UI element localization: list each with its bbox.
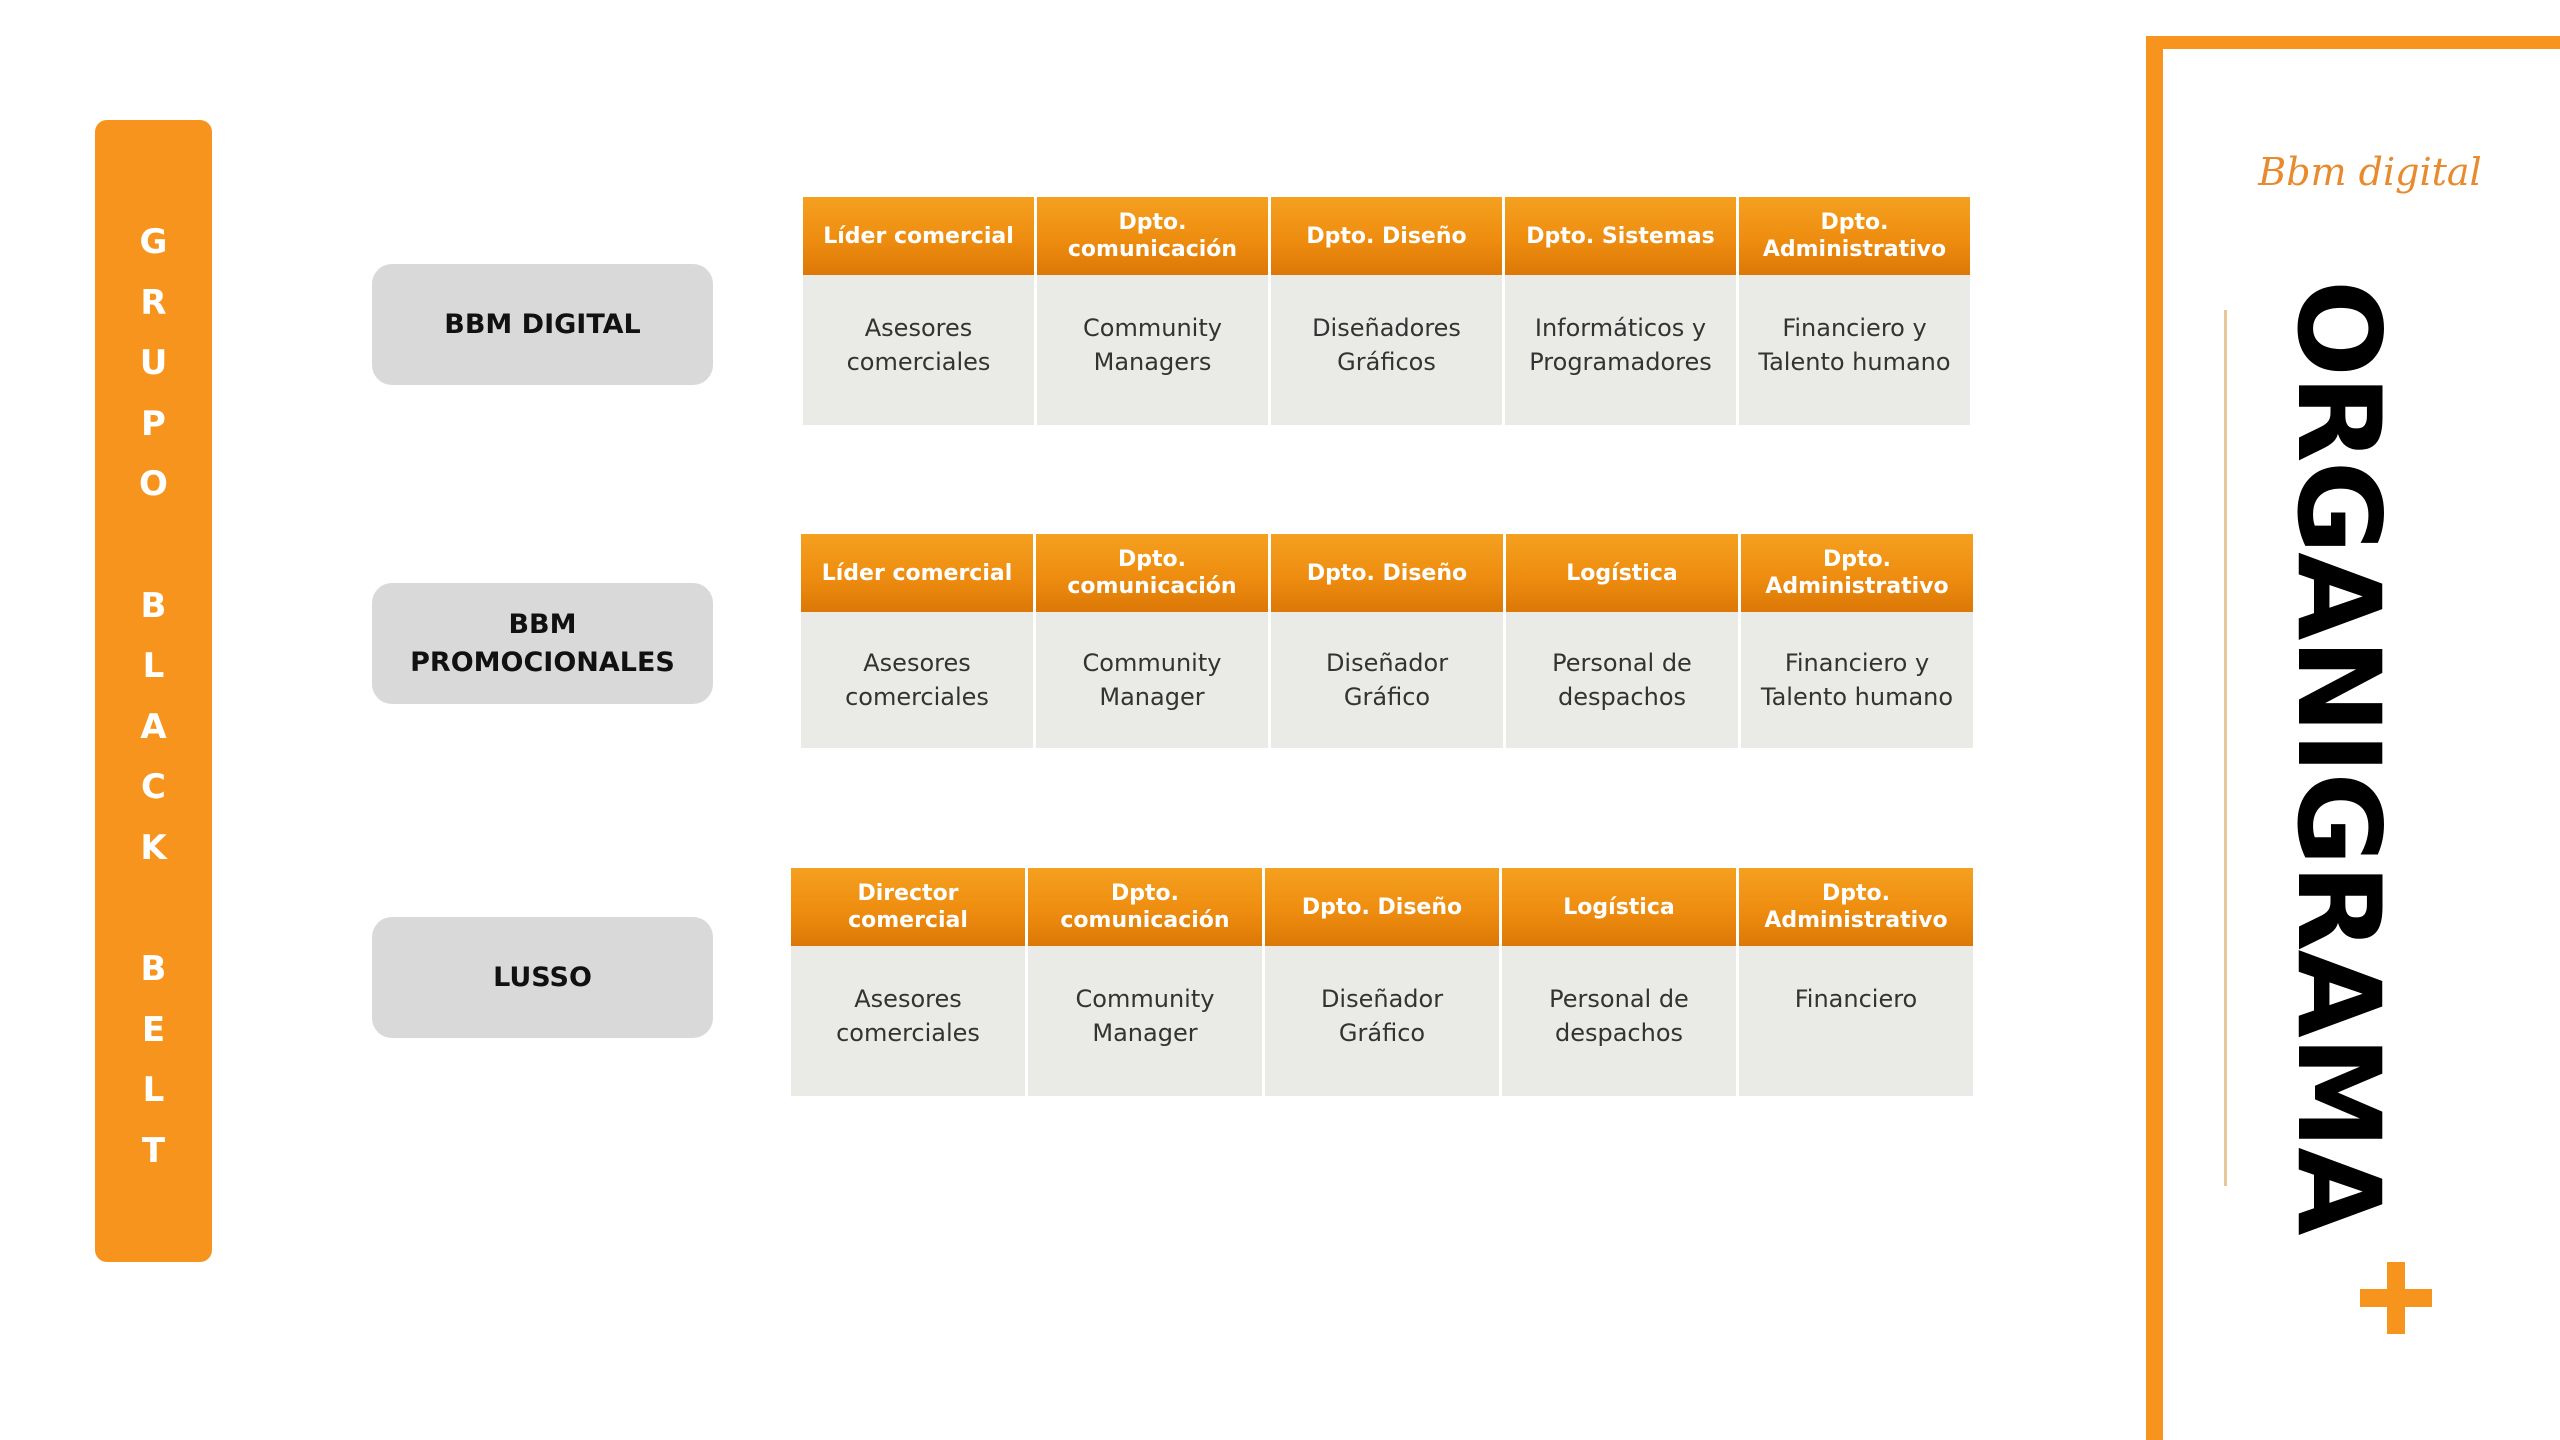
company-box-bbm-digital: BBM DIGITAL [372,264,713,385]
department-role: Asesores comerciales [803,275,1034,425]
department-role: Diseñador Gráfico [1271,612,1503,748]
department-column: Dpto. Administrativo Financiero [1739,868,1973,1096]
department-column: Logística Personal de despachos [1502,868,1736,1096]
department-header: Dpto. Administrativo [1739,868,1973,946]
group-title-letter: G [139,222,168,262]
department-header: Dpto. comunicación [1037,197,1268,275]
page-title: ORGANIGRAMA [2272,280,2405,1234]
department-column: Director comercial Asesores comerciales [791,868,1025,1096]
group-title-letter: L [142,646,165,687]
title-panel [2146,36,2560,1440]
department-role: Informáticos y Programadores [1505,275,1736,425]
group-title-letter: P [141,403,166,444]
department-role: Financiero [1739,946,1973,1096]
department-role: Financiero y Talento humano [1739,275,1970,425]
group-title-letter: U [139,343,168,384]
department-column: Logística Personal de despachos [1506,534,1738,748]
group-title-letter: C [141,767,166,808]
company-name: BBM PROMOCIONALES [410,608,675,678]
department-header: Logística [1506,534,1738,612]
department-role: Community Manager [1028,946,1262,1096]
department-role: Financiero y Talento humano [1741,612,1973,748]
department-role: Community Manager [1036,612,1268,748]
department-role: Asesores comerciales [791,946,1025,1096]
group-title-letter: K [140,827,167,868]
group-title-letter: B [140,585,167,626]
department-header: Dpto. comunicación [1036,534,1268,612]
department-header: Director comercial [791,868,1025,946]
department-header: Líder comercial [801,534,1033,612]
company-box-lusso: LUSSO [372,917,713,1038]
group-title-letter: L [142,1070,165,1111]
department-header: Dpto. Administrativo [1741,534,1973,612]
department-column: Dpto. Administrativo Financiero y Talent… [1741,534,1973,748]
plus-icon [2360,1262,2432,1334]
company-name: BBM DIGITAL [444,308,641,340]
brand-logo-text: Bbm digital [2258,150,2482,194]
group-title-letter: O [139,464,168,505]
department-column: Dpto. comunicación Community Manager [1028,868,1262,1096]
department-role: Diseñador Gráfico [1265,946,1499,1096]
department-header: Dpto. Diseño [1271,534,1503,612]
department-role: Community Managers [1037,275,1268,425]
department-column: Dpto. Diseño Diseñador Gráfico [1265,868,1499,1096]
department-table-bbm-digital: Líder comercial Asesores comerciales Dpt… [803,197,1970,425]
department-column: Dpto. comunicación Community Manager [1036,534,1268,748]
department-table-bbm-promocionales: Líder comercial Asesores comerciales Dpt… [801,534,1973,748]
divider-line [2224,310,2227,1186]
department-table-lusso: Director comercial Asesores comerciales … [791,868,1973,1096]
department-column: Dpto. Diseño Diseñador Gráfico [1271,534,1503,748]
department-header: Dpto. Sistemas [1505,197,1736,275]
department-header: Dpto. Diseño [1271,197,1502,275]
department-column: Líder comercial Asesores comerciales [801,534,1033,748]
department-header: Líder comercial [803,197,1034,275]
department-role: Personal de despachos [1506,612,1738,748]
department-column: Dpto. comunicación Community Managers [1037,197,1268,425]
department-role: Asesores comerciales [801,612,1033,748]
department-header: Logística [1502,868,1736,946]
department-role: Diseñadores Gráficos [1271,275,1502,425]
department-header: Dpto. comunicación [1028,868,1262,946]
department-role: Personal de despachos [1502,946,1736,1096]
department-column: Dpto. Diseño Diseñadores Gráficos [1271,197,1502,425]
group-title-letter: E [141,1009,166,1050]
group-title-bar: G R U P O B L A C K B E L T [95,120,212,1262]
group-title-letter: B [140,949,167,990]
department-column: Dpto. Sistemas Informáticos y Programado… [1505,197,1736,425]
group-title-letter: A [140,706,167,747]
department-column: Líder comercial Asesores comerciales [803,197,1034,425]
company-name: LUSSO [493,961,592,993]
group-title-letter: T [141,1130,166,1171]
department-column: Dpto. Administrativo Financiero y Talent… [1739,197,1970,425]
company-box-bbm-promocionales: BBM PROMOCIONALES [372,583,713,704]
group-title-letter: R [140,282,167,323]
department-header: Dpto. Diseño [1265,868,1499,946]
department-header: Dpto. Administrativo [1739,197,1970,275]
